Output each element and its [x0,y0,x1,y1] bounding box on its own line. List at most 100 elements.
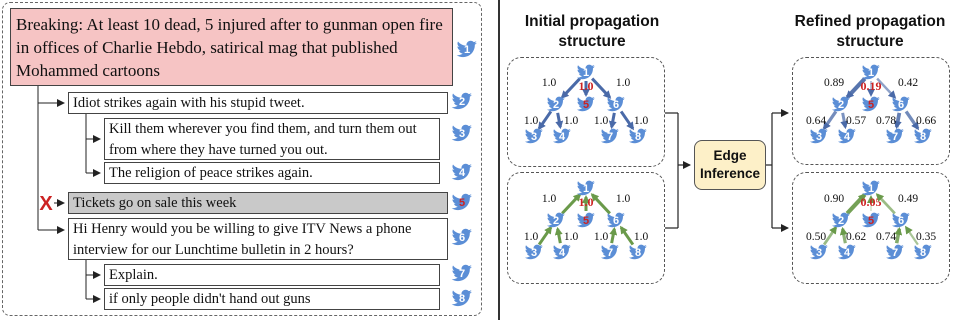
bird-icon-7: 7 [451,264,472,282]
edge-2-3 [822,225,838,246]
bird-icon-3: 3 [451,124,472,142]
node-number-6: 6 [613,99,619,111]
node-number-8: 8 [920,131,926,143]
node-number-5: 5 [583,215,589,227]
edge-weight-1-2: 0.89 [824,77,844,89]
node-number-4: 4 [559,247,566,259]
conversation-thread-panel [2,2,482,316]
node-number-2: 2 [553,99,559,111]
edge-weight-1-5: 0.19 [861,79,882,93]
edge-6-7 [608,112,617,130]
edge-1-2 [845,77,867,99]
edge-weight-1-2: 1.0 [542,193,557,205]
bird-icon-5: 5 [451,193,472,211]
svg-text:5: 5 [459,197,465,209]
node-number-2: 2 [553,215,559,227]
removed-marker-x: X [39,193,53,215]
node-number-2: 2 [838,215,844,227]
svg-text:1: 1 [464,44,470,56]
reply-5-removed: Tickets go on sale this week [68,192,448,214]
reply-4: The religion of peace strikes again. [104,162,440,184]
edge-2-4 [840,112,849,130]
node-number-3: 3 [816,247,822,259]
edge-weight-1-5: 1.0 [579,79,594,93]
edge-weight-2-4: 1.0 [564,115,579,127]
node-number-8: 8 [920,247,926,259]
svg-text:6: 6 [459,232,465,244]
edge-1-2 [560,77,581,99]
initial-graph-top-frame [507,57,665,167]
edge-1-2 [845,193,867,215]
edge-weight-6-7: 0.74 [876,231,896,243]
edge-6-7 [894,226,903,244]
node-number-3: 3 [816,131,822,143]
edge-weight-6-8: 0.66 [916,115,936,127]
node-number-4: 4 [559,131,566,143]
edge-inference-connectors [665,109,789,232]
bird-icon-6: 6 [451,228,472,246]
reply-3: Kill them wherever you find them, and tu… [104,118,440,160]
node-number-5: 5 [868,99,874,111]
edge-6-8 [904,110,920,131]
node-number-7: 7 [892,131,898,143]
edge-weight-1-2: 1.0 [542,77,557,89]
node-number-6: 6 [898,99,904,111]
edge-6-8 [619,110,635,131]
edge-weight-6-8: 1.0 [634,231,649,243]
edge-weight-2-4: 0.62 [846,231,866,243]
panel-divider [498,0,500,320]
edge-2-3 [537,110,553,131]
edge-weight-1-6: 0.49 [898,193,918,205]
svg-text:4: 4 [459,167,466,179]
edge-1-6 [591,77,612,99]
edge-weight-6-8: 0.35 [916,231,936,243]
edge-1-2 [561,193,582,215]
initial-structure-title: Initial propagation structure [524,13,660,50]
edge-2-4 [554,226,563,244]
node-number-7: 7 [607,131,613,143]
bird-icon-8: 8 [451,289,472,307]
edge-inference-box: Edge Inference [694,140,766,190]
edge-6-7 [893,112,902,130]
refined-graph-top-frame [792,57,950,165]
node-number-6: 6 [898,215,904,227]
edge-1-6 [590,193,611,215]
edge-1-6 [876,77,897,99]
node-number-8: 8 [635,131,641,143]
edge-weight-1-5: 1.0 [579,195,594,209]
node-number-8: 8 [635,247,641,259]
svg-text:7: 7 [459,268,465,280]
edge-weight-6-7: 1.0 [594,115,609,127]
node-number-5: 5 [868,215,874,227]
edge-6-8 [619,225,635,246]
node-number-1: 1 [868,183,874,195]
source-bird-icon: 1 [456,40,477,58]
edge-6-8 [904,225,919,246]
edge-2-4 [555,112,564,130]
edge-2-3 [537,225,553,246]
edge-weight-6-7: 1.0 [594,231,609,243]
edge-6-7 [609,226,618,244]
node-number-1: 1 [868,67,874,79]
thread-tree-lines [37,86,101,303]
svg-text:3: 3 [459,128,465,140]
node-number-5: 5 [583,99,589,111]
node-number-4: 4 [844,131,851,143]
node-number-7: 7 [892,247,898,259]
node-number-2: 2 [838,99,844,111]
reply-6: Hi Henry would you be willing to give IT… [68,218,448,260]
node-number-7: 7 [607,247,613,259]
node-number-1: 1 [583,183,589,195]
refined-graph-bottom-frame [792,172,950,284]
edge-weight-6-8: 1.0 [634,115,649,127]
reply-2: Idiot strikes again with his stupid twee… [68,92,448,114]
edge-weight-1-6: 1.0 [616,77,631,89]
svg-text:2: 2 [459,96,465,108]
edge-weight-6-7: 0.78 [876,115,896,127]
edge-weight-1-6: 0.42 [898,77,918,89]
